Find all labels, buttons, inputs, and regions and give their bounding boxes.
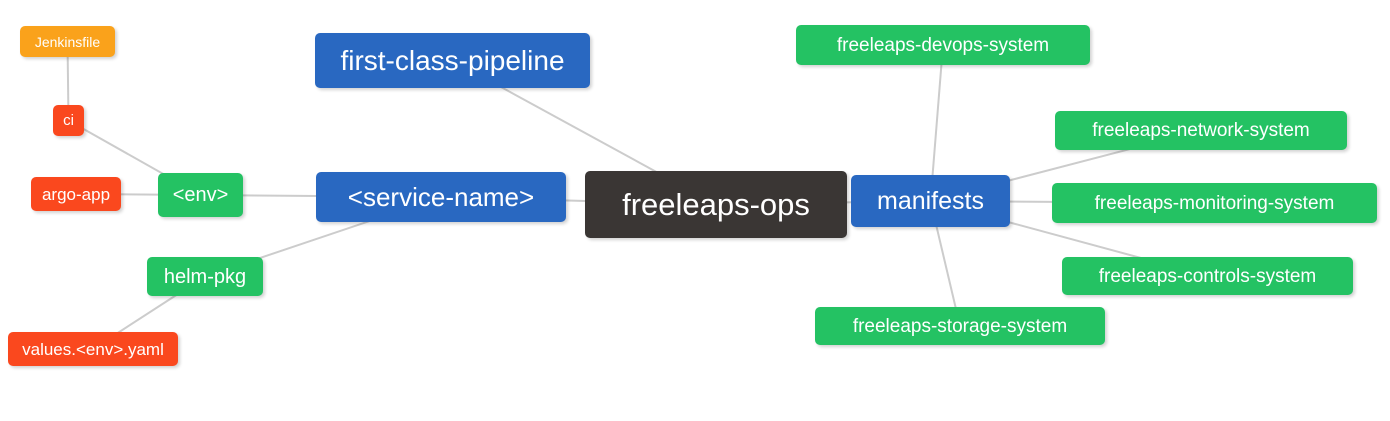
node-service-name[interactable]: <service-name> <box>316 172 566 222</box>
node-freeleaps-controls-system[interactable]: freeleaps-controls-system <box>1062 257 1353 295</box>
node-freeleaps-devops-system[interactable]: freeleaps-devops-system <box>796 25 1090 65</box>
node-values-env-yaml[interactable]: values.<env>.yaml <box>8 332 178 366</box>
node-manifests[interactable]: manifests <box>851 175 1010 227</box>
node-freeleaps-storage-system[interactable]: freeleaps-storage-system <box>815 307 1105 345</box>
node-helm-pkg[interactable]: helm-pkg <box>147 257 263 296</box>
node-freeleaps-monitoring-system[interactable]: freeleaps-monitoring-system <box>1052 183 1377 223</box>
node-first-class-pipeline[interactable]: first-class-pipeline <box>315 33 590 88</box>
node-freeleaps-network-system[interactable]: freeleaps-network-system <box>1055 111 1347 150</box>
node-ci[interactable]: ci <box>53 105 84 136</box>
node-argo-app[interactable]: argo-app <box>31 177 121 211</box>
node-freeleaps-ops[interactable]: freeleaps-ops <box>585 171 847 238</box>
node-env[interactable]: <env> <box>158 173 243 217</box>
node-jenkinsfile[interactable]: Jenkinsfile <box>20 26 115 57</box>
